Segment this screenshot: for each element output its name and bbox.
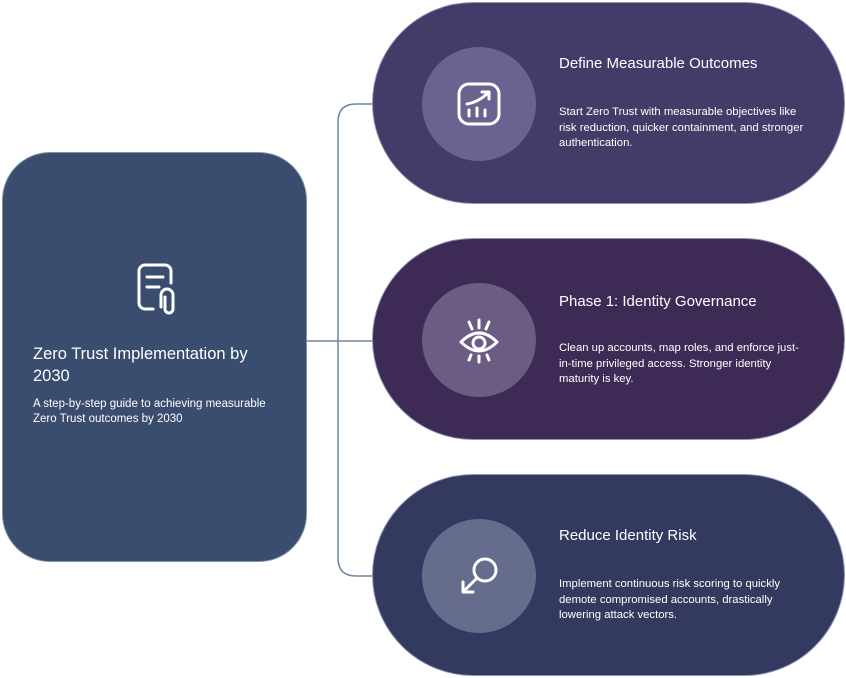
- chart-trend-up-icon: [457, 82, 501, 126]
- step-description: Start Zero Trust with measurable objecti…: [559, 106, 804, 149]
- step-card-define-outcomes: Define Measurable Outcomes Start Zero Tr…: [372, 2, 845, 204]
- step-icon-circle: [422, 47, 536, 161]
- step-title: Phase 1: Identity Governance: [559, 293, 757, 310]
- step-title: Define Measurable Outcomes: [559, 55, 758, 72]
- step-card-reduce-risk: Reduce Identity Risk Implement continuou…: [372, 474, 845, 676]
- step-title: Reduce Identity Risk: [559, 527, 697, 544]
- main-topic-card: Zero Trust Implementation by 2030 A step…: [2, 152, 307, 562]
- gender-arrow-icon: [461, 557, 498, 594]
- step-icon-circle: [422, 519, 536, 633]
- step-icon-circle: [422, 283, 536, 397]
- main-description: A step-by-step guide to achieving measur…: [33, 398, 266, 425]
- step-description: Clean up accounts, map roles, and enforc…: [559, 342, 799, 385]
- file-attachment-icon: [137, 263, 175, 315]
- main-title: Zero Trust Implementation by 2030: [33, 345, 248, 385]
- eye-scan-icon: [459, 318, 499, 364]
- step-card-identity-governance: Phase 1: Identity Governance Clean up ac…: [372, 238, 845, 440]
- connector-trunk: [337, 103, 372, 577]
- step-description: Implement continuous risk scoring to qui…: [559, 578, 781, 621]
